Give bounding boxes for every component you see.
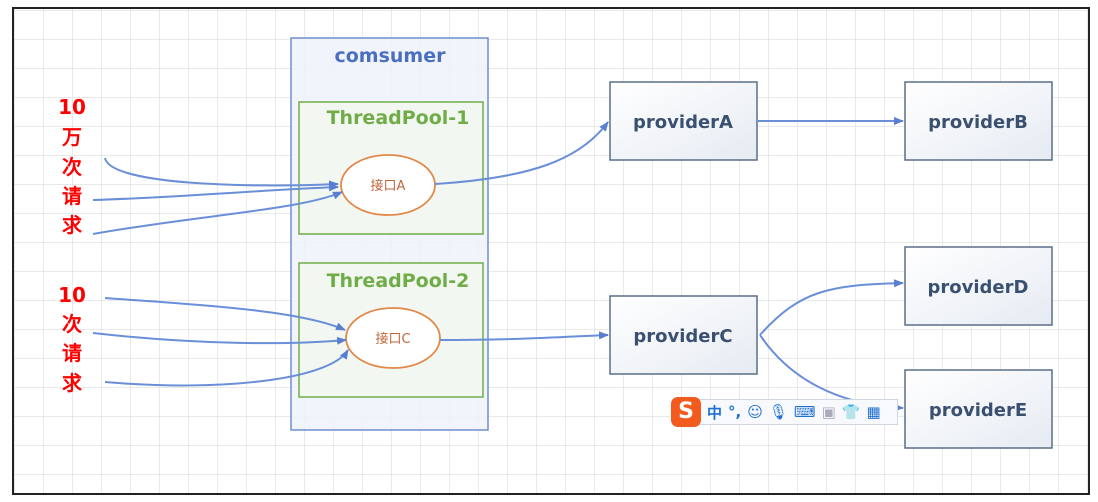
request-2-line: 次 [62,312,82,336]
provider-e-label: providerE [929,400,1027,421]
threadpool-2-label: ThreadPool-2 [327,270,470,292]
shirt-icon[interactable]: 👕 [841,403,861,421]
provider-b-box [904,81,1053,161]
interface-c-label: 接口C [375,331,410,347]
request-1-line: 次 [62,155,82,179]
request-1-line: 万 [61,125,82,149]
interface-a-node [340,154,436,216]
provider-e-box [904,369,1053,449]
sogou-logo-icon[interactable]: S [671,397,701,427]
request-2-line: 求 [62,371,83,395]
flow-arrow-a [434,121,609,185]
request-arrow [104,349,349,387]
request-2-line: 请 [62,341,82,365]
provider-d-box [904,246,1053,326]
grid-icon[interactable]: ▦ [866,403,881,421]
provider-a-label: providerA [633,112,733,133]
request-arrow [92,191,343,235]
user-card-icon[interactable]: ▣ [821,403,836,421]
flow-arrow-c [439,331,609,341]
consumer-title: comsumer [334,45,446,67]
provider-b-label: providerB [928,112,1028,133]
provider-a-box [609,81,758,161]
provider-d-label: providerD [928,277,1029,298]
ime-mode-toggle[interactable]: 中 [707,403,723,422]
request-arrow [92,183,339,201]
provider-c-label: providerC [633,326,732,347]
microphone-icon[interactable]: 🎙 [768,403,788,421]
keyboard-icon[interactable]: ⌨ [793,403,816,421]
request-1-line: 求 [62,213,83,237]
request-arrow [92,332,347,345]
request-arrow [104,297,346,331]
threadpool-1-label: ThreadPool-1 [327,107,470,129]
smiley-icon[interactable]: ☺ [747,403,763,421]
ime-toolbar[interactable]: S 中 °, ☺ 🎙 ⌨ ▣ 👕 ▦ [671,397,898,427]
flow-arrow-c-d [759,279,904,336]
interface-a-label: 接口A [371,178,406,194]
request-2-line: 10 [58,283,86,307]
punctuation-toggle[interactable]: °, [728,403,742,421]
request-1-line: 请 [62,184,82,208]
provider-c-box [609,295,758,375]
request-arrow [104,157,339,189]
request-1-line: 10 [58,95,86,119]
